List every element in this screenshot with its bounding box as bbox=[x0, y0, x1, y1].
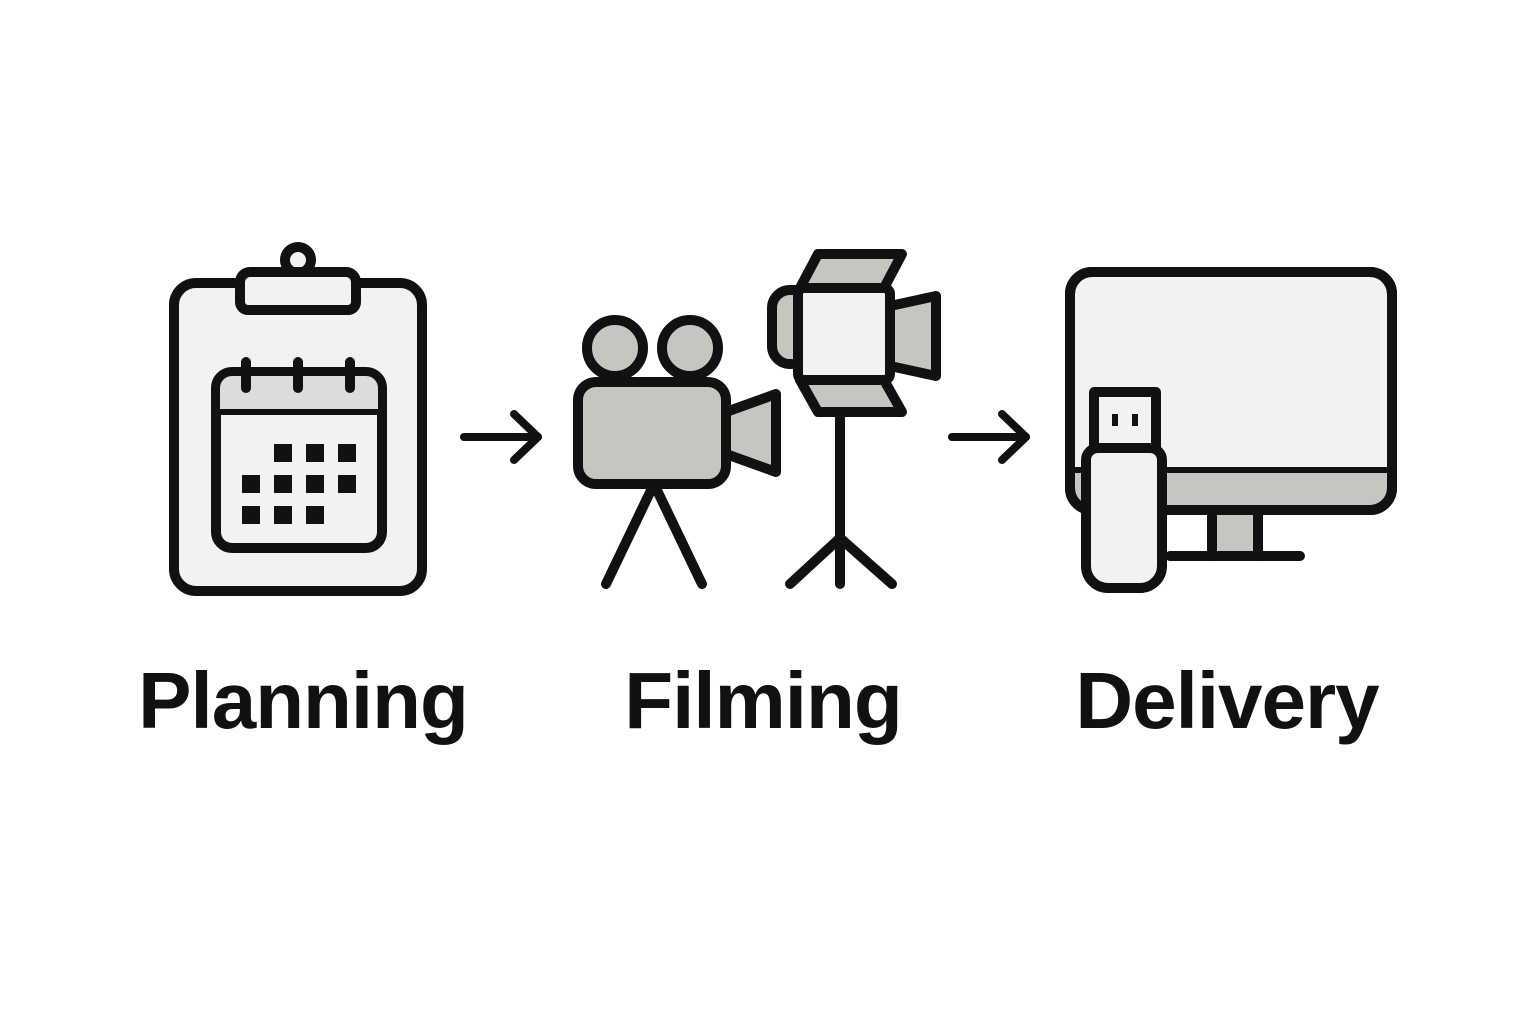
calendar-day bbox=[306, 444, 324, 462]
clipboard-calendar-icon bbox=[169, 242, 427, 596]
usb-connector bbox=[1089, 387, 1161, 455]
tripod-leg bbox=[601, 479, 659, 589]
usb-drive-icon bbox=[1081, 387, 1167, 593]
film-reel bbox=[582, 315, 648, 381]
calendar-header bbox=[220, 376, 378, 412]
calendar-day bbox=[274, 475, 292, 493]
light-stand-leg bbox=[785, 533, 845, 589]
clipboard-clip bbox=[235, 267, 361, 315]
calendar-day bbox=[306, 475, 324, 493]
arrow-right-icon bbox=[460, 410, 542, 464]
calendar-day bbox=[274, 444, 292, 462]
barn-door-right bbox=[885, 291, 941, 381]
monitor-stand-neck bbox=[1207, 503, 1263, 561]
calendar-day bbox=[274, 506, 292, 524]
camera-lens bbox=[721, 389, 781, 477]
step-label-delivery: Delivery bbox=[1075, 656, 1379, 745]
light-face bbox=[793, 283, 895, 385]
calendar-day bbox=[338, 444, 356, 462]
movie-camera-icon bbox=[573, 315, 781, 589]
arrow-right-icon bbox=[948, 410, 1030, 464]
camera-body bbox=[573, 377, 731, 489]
usb-connector-slot bbox=[1112, 414, 1118, 426]
usb-connector-slot bbox=[1132, 414, 1138, 426]
step-label-planning: Planning bbox=[138, 656, 469, 745]
calendar-day bbox=[338, 475, 356, 493]
calendar-day bbox=[306, 506, 324, 524]
calendar-day bbox=[242, 506, 260, 524]
film-reel bbox=[657, 315, 723, 381]
calendar-day bbox=[242, 475, 260, 493]
light-stand-leg bbox=[835, 533, 897, 589]
usb-body bbox=[1081, 443, 1167, 593]
monitor-frame bbox=[1065, 267, 1397, 515]
barn-door-top bbox=[795, 249, 907, 293]
tripod-leg bbox=[649, 479, 707, 589]
step-label-filming: Filming bbox=[624, 656, 902, 745]
studio-light-icon bbox=[767, 249, 941, 589]
calendar-days bbox=[242, 444, 356, 524]
